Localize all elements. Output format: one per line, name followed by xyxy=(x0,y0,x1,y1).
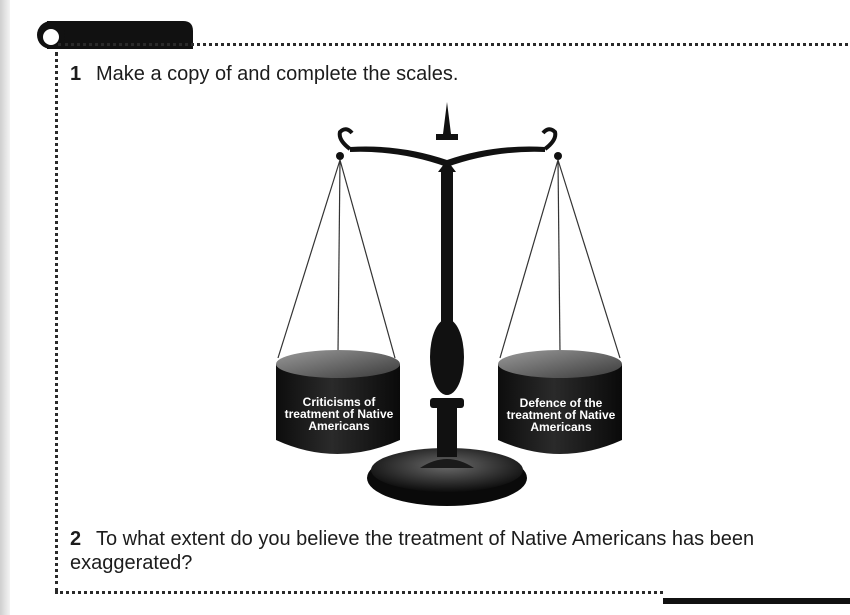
left-pan-label: Criticisms of treatment of Native Americ… xyxy=(284,395,394,433)
frame-left-border xyxy=(55,52,58,592)
question-2-text: To what extent do you believe the treatm… xyxy=(70,528,755,574)
scan-edge xyxy=(0,0,10,615)
frame-bottom-bar xyxy=(663,598,850,604)
activity-tab-icon xyxy=(37,21,193,49)
question-2-number: 2 xyxy=(70,528,82,550)
question-1: 1 Make a copy of and complete the scales. xyxy=(70,62,458,86)
question-1-number: 1 xyxy=(70,63,82,85)
right-pan-label: Defence of the treatment of Native Ameri… xyxy=(506,396,616,434)
frame-top-border xyxy=(58,43,848,46)
frame-bottom-border xyxy=(55,591,663,594)
balance-scales-illustration xyxy=(276,102,622,506)
question-1-text: Make a copy of and complete the scales. xyxy=(96,63,459,85)
